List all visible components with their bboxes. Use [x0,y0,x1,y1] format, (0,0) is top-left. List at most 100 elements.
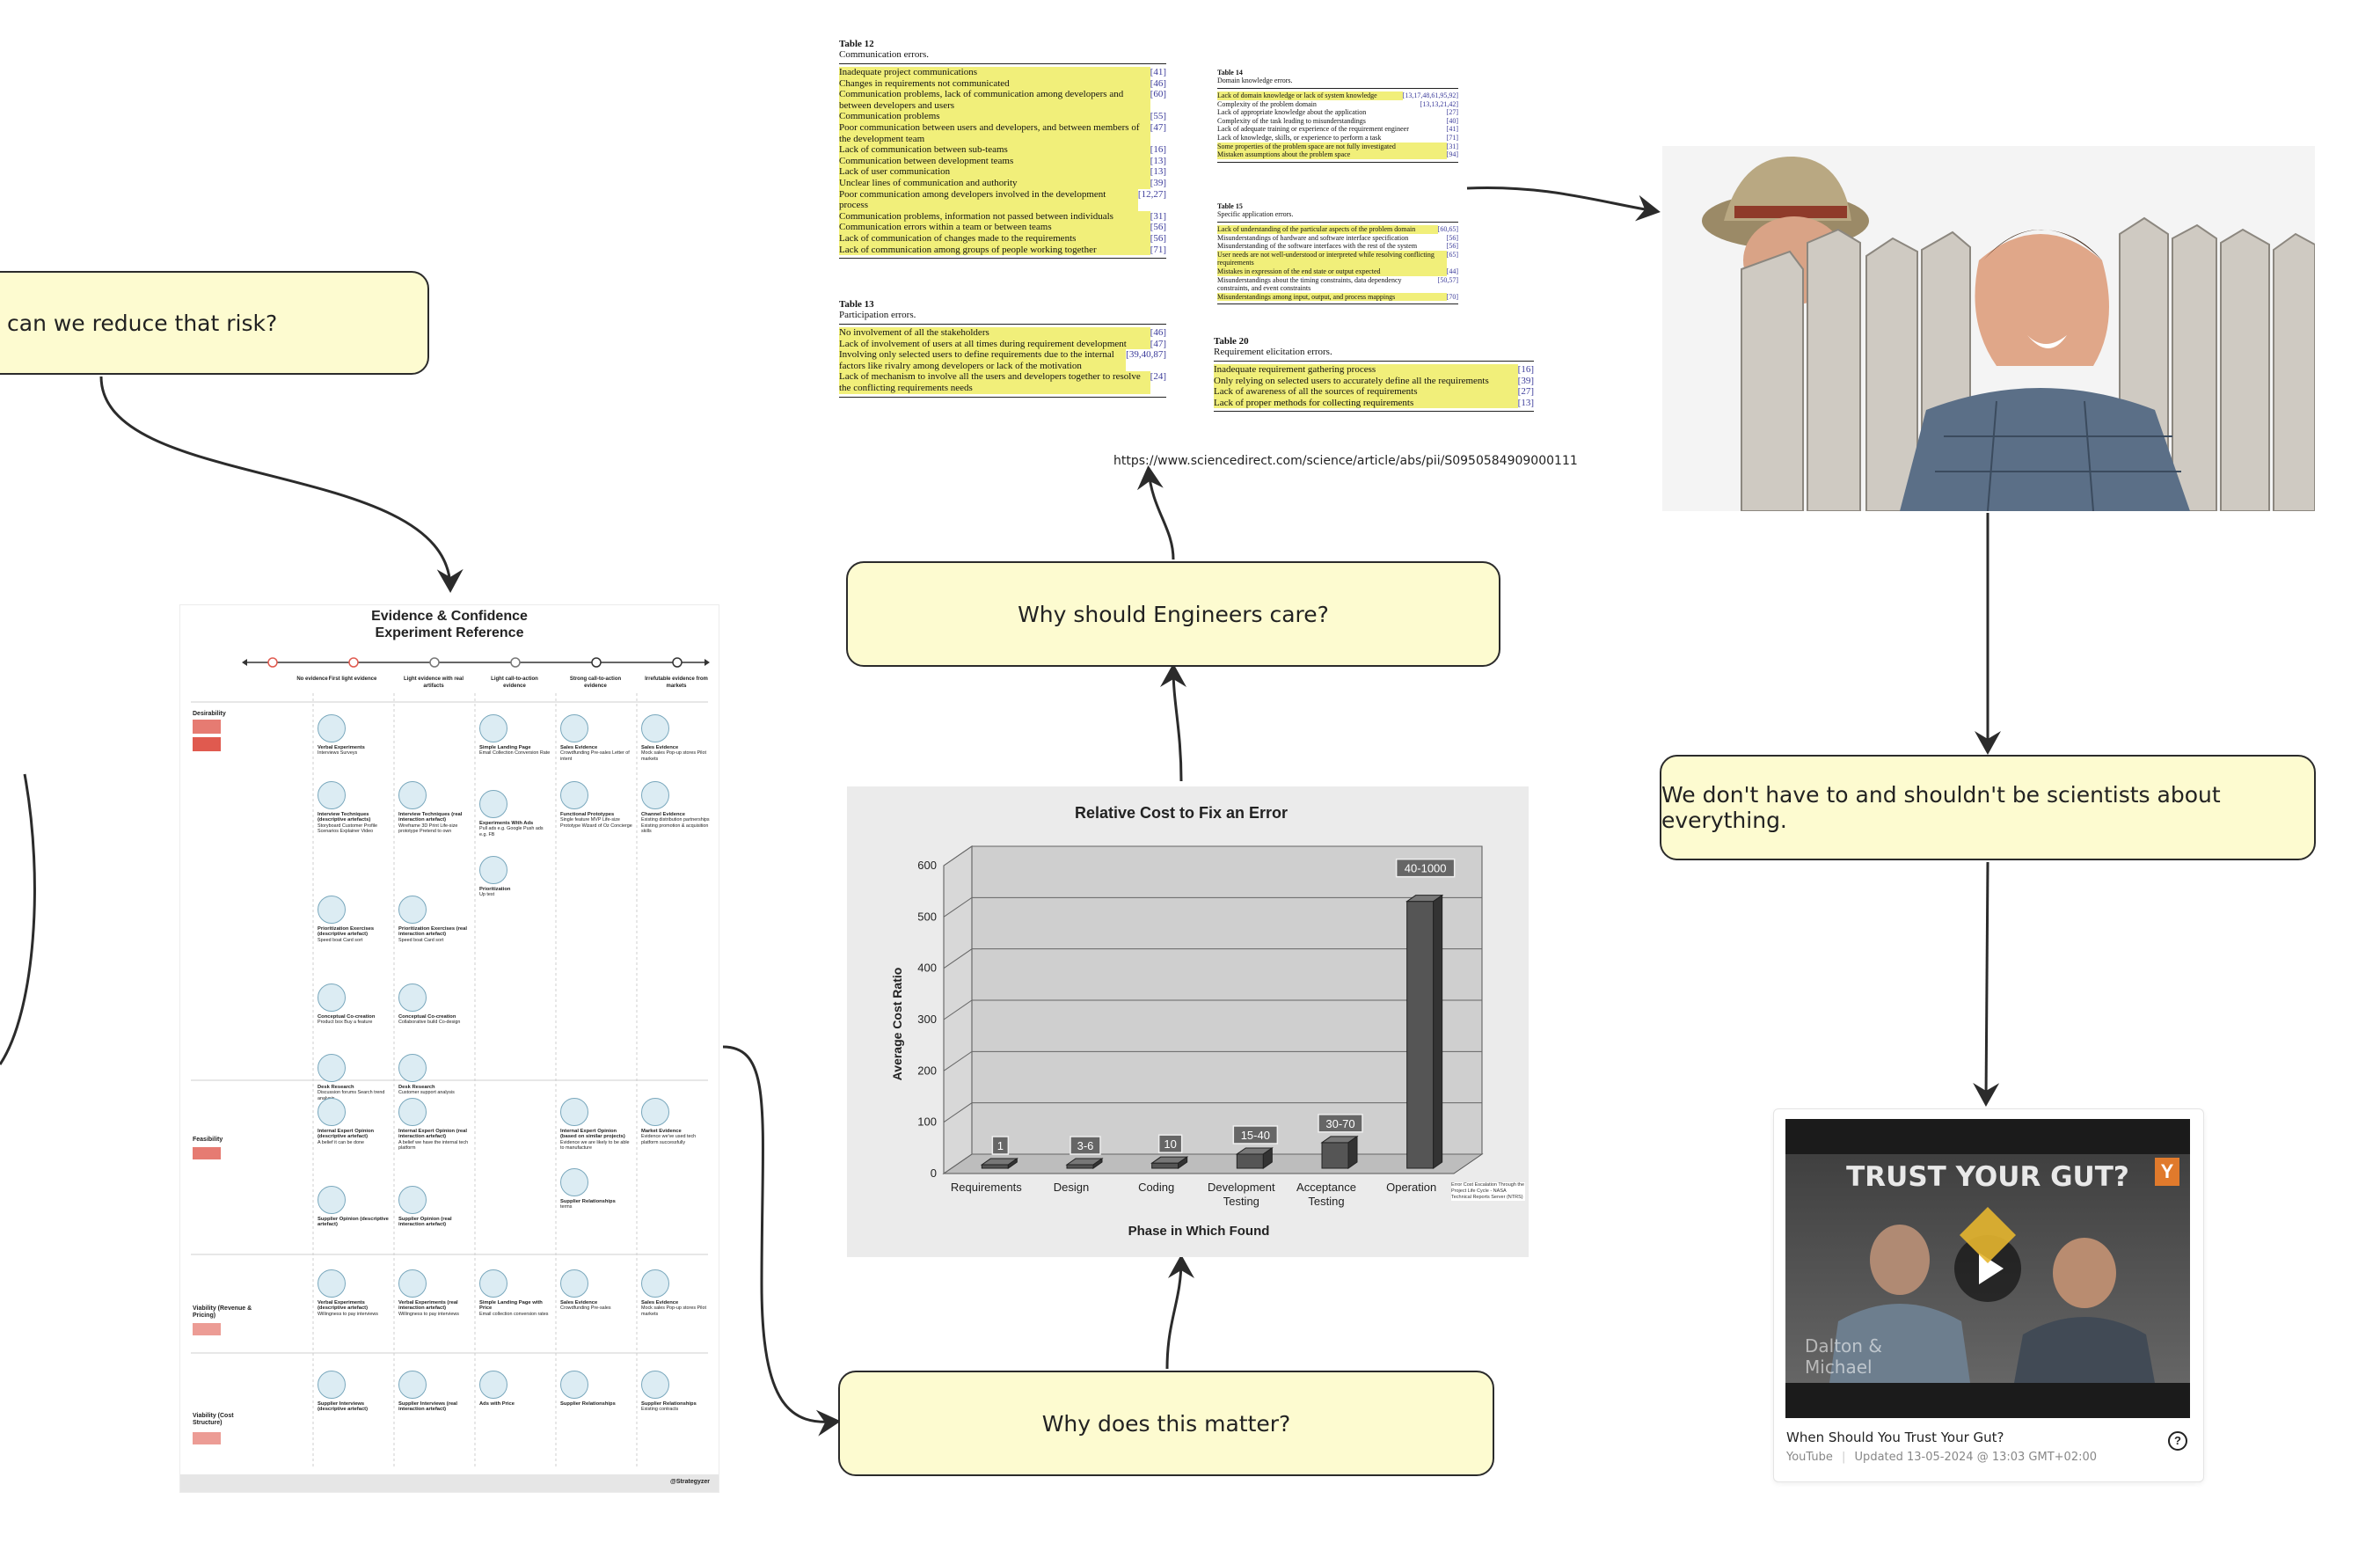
table-row-ref: [56] [1446,242,1458,251]
video-title[interactable]: When Should You Trust Your Gut? [1786,1430,2004,1445]
table-row-ref: [27] [1446,108,1458,117]
poster-title: Evidence & Confidence Experiment Referen… [371,609,528,640]
video-embed-card[interactable]: TRUST YOUR GUT? Y Dalton & Michael When … [1773,1108,2204,1482]
chart-ytick-label: 300 [917,1013,937,1026]
experiment-icon [318,1371,346,1399]
relative-cost-chart[interactable]: Relative Cost to Fix an Error Average Co… [847,786,1529,1257]
table-row-ref: [65] [1446,250,1458,259]
video-meta: YouTube | Updated 13-05-2024 @ 13:03 GMT… [1786,1451,2097,1464]
chart-svg: Relative Cost to Fix an Error Average Co… [890,804,1484,1239]
table-subtitle: Domain knowledge errors. [1217,77,1293,84]
table-subtitle: Specific application errors. [1217,210,1294,218]
experiment-icon [479,1371,507,1399]
poster-brand: @Strategyzer [670,1479,710,1485]
chart-bar [1406,901,1435,1169]
experiment-icon [560,1098,588,1126]
table-row-text: Lack of communication among groups of pe… [839,244,1150,256]
fence-photo-illustration [1662,146,2315,511]
sticky-scientists[interactable]: We don't have to and shouldn't be scient… [1660,755,2316,860]
table-row-ref: [41] [1150,67,1166,77]
experiment-title: Supplier Relationships [560,1401,616,1407]
table-row: User needs are not well-understood or in… [1217,250,1458,267]
chart-data-label: 15-40 [1241,1129,1270,1142]
table-body: Inadequate requirement gathering process… [1214,361,1534,413]
poster-experiment-cell: Internal Expert Opinion (based on simila… [560,1098,632,1152]
table-subtitle: Participation errors. [839,310,916,320]
table-row: Lack of knowledge, skills, or experience… [1217,134,1458,143]
paper-table-20[interactable]: Table 20 Requirement elicitation errors.… [1214,336,1534,413]
experiment-icon [479,856,507,884]
experiment-icon [479,714,507,742]
table-row-ref: [55] [1150,111,1166,122]
paper-table-14[interactable]: Table 14 Domain knowledge errors. Lack o… [1217,69,1458,163]
chart-category-label: Requirements [951,1181,1022,1194]
experiment-icon [318,714,346,742]
experiment-body: Wireframe 3D Print Life-size prototype P… [398,823,458,835]
table-row-ref: [70] [1446,292,1458,301]
help-icon[interactable]: ? [2168,1431,2187,1451]
table-body: Inadequate project communications[41]Cha… [839,63,1166,260]
table-row: Communication between development teams[… [839,155,1166,167]
table-row: Complexity of the problem domain[13,13,2… [1217,100,1458,109]
table-row-ref: [94] [1446,150,1458,159]
chart-category-label: Coding [1138,1181,1174,1194]
experiment-icon [398,1371,427,1399]
home-improvement-photo[interactable] [1662,146,2315,511]
experiment-title: Internal Expert Opinion (real interactio… [398,1129,467,1140]
experiment-icon [318,896,346,924]
table-row-ref: [39] [1517,375,1534,386]
poster-experiment-cell: Internal Expert Opinion (descriptive art… [318,1098,390,1145]
table-row-text: Lack of communication between sub-teams [839,144,1150,156]
table-row-ref: [56] [1150,222,1166,233]
arrow-engineers-to-url [1136,465,1175,560]
table-row-text: Lack of adequate training or experience … [1217,125,1409,134]
paper-table-15[interactable]: Table 15 Specific application errors. La… [1217,202,1458,305]
experiment-icon [641,1269,669,1298]
poster-grid [191,657,710,1467]
poster-experiment-cell: Verbal Experiments (real interaction art… [398,1269,471,1317]
sticky-engineers-care[interactable]: Why should Engineers care? [846,561,1500,667]
table-row-text: Complexity of the problem domain [1217,99,1317,108]
table-subtitle: Requirement elicitation errors. [1214,347,1332,357]
experiment-title: Functional Prototypes [560,812,615,817]
table-row-ref: [16] [1150,144,1166,156]
chart-gridline [943,845,1482,867]
experiment-title: Supplier Interviews (descriptive artefac… [318,1401,369,1413]
paper-table-13[interactable]: Table 13 Participation errors. No involv… [839,299,1166,398]
sticky-why-matter[interactable]: Why does this matter? [838,1371,1494,1476]
source-url-link[interactable]: https://www.sciencedirect.com/science/ar… [1113,454,1578,468]
table-row-text: No involvement of all the stakeholders [839,327,1150,339]
table-row: Inadequate requirement gathering process… [1214,364,1534,376]
table-row: Lack of communication among groups of pe… [839,244,1166,256]
experiment-title: Supplier Opinion (real interaction artef… [398,1217,452,1228]
evidence-confidence-poster[interactable]: Evidence & Confidence Experiment Referen… [180,605,719,1492]
experiment-body: Evidence we've used tech platform succes… [641,1134,697,1145]
table-row-text: Lack of appropriate knowledge about the … [1217,108,1367,117]
experiment-title: Ads with Price [479,1401,515,1407]
table-row-text: Some properties of the problem space are… [1217,142,1447,151]
poster-experiment-cell: Verbal Experiments (descriptive artefact… [318,1269,390,1317]
experiment-body: Customer support analysis [398,1090,455,1096]
table-row-ref: [13] [1150,166,1166,178]
chart-category-label: Design [1054,1181,1089,1194]
paper-table-12[interactable]: Table 12 Communication errors. Inadequat… [839,39,1166,260]
experiment-icon [560,781,588,809]
experiment-title: Market Evidence [641,1129,682,1134]
video-thumbnail[interactable]: TRUST YOUR GUT? Y Dalton & Michael [1785,1119,2190,1418]
table-row-text: Only relying on selected users to accura… [1214,375,1518,387]
sticky-reduce-risk[interactable]: can we reduce that risk? [0,271,429,375]
experiment-title: Desk Research [398,1085,435,1090]
chart-data-label: 3-6 [1077,1139,1094,1152]
experiment-body: Crowdfunding Pre-sales Letter of intent [560,750,630,762]
arrow-scientists-to-video [1973,861,2000,1107]
poster-row-viability-cost: Viability (Cost Structure) [193,1413,234,1426]
table-row: Some properties of the problem space are… [1217,142,1458,151]
table-row: Lack of proper methods for collecting re… [1214,397,1534,409]
